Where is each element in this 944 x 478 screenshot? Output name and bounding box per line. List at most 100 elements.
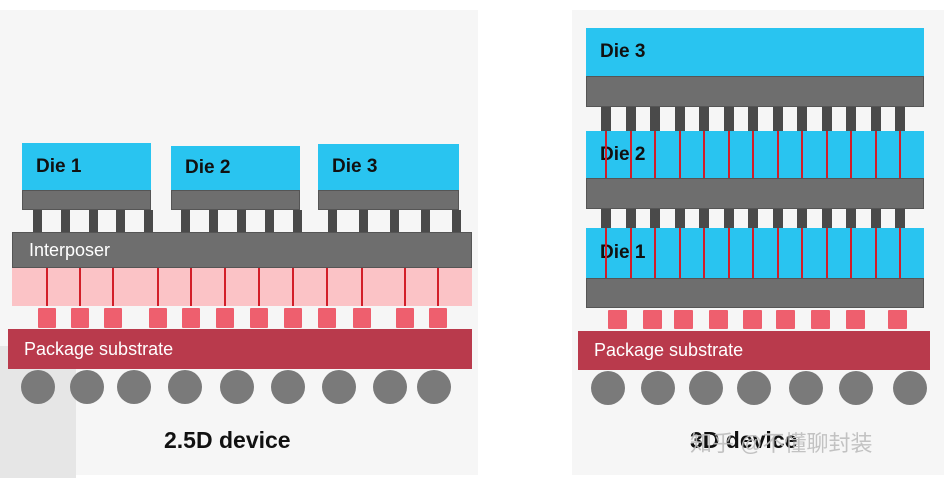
through-silicon-via: [258, 268, 260, 306]
die-1-3d: Die 1: [586, 228, 924, 278]
through-silicon-via: [801, 228, 803, 278]
die-2-base: [171, 190, 300, 210]
die-3-base: [318, 190, 459, 210]
through-silicon-via: [727, 228, 730, 278]
through-silicon-via: [404, 268, 406, 306]
micro-bump: [328, 210, 337, 232]
micro-bump: [846, 107, 856, 131]
through-silicon-via: [79, 268, 81, 306]
die-1-25d: Die 1: [22, 143, 151, 190]
micro-bump: [181, 210, 190, 232]
c4-bump: [71, 308, 89, 328]
micro-bump: [895, 209, 905, 228]
caption-3d: 3D device: [690, 427, 798, 453]
c4-bump: [811, 310, 830, 329]
through-silicon-via: [157, 268, 159, 306]
package-substrate-label-3d: Package substrate: [594, 340, 744, 360]
through-silicon-via: [629, 131, 632, 178]
c4-bump: [182, 308, 200, 328]
solder-ball: [737, 371, 771, 405]
through-silicon-via: [605, 228, 607, 278]
through-silicon-via: [326, 268, 328, 306]
through-silicon-via: [703, 131, 705, 178]
c4-bump: [429, 308, 447, 328]
package-substrate-label-25d: Package substrate: [24, 338, 174, 359]
c4-bump: [674, 310, 693, 329]
c4-bump: [284, 308, 302, 328]
through-silicon-via: [629, 228, 632, 278]
solder-ball: [789, 371, 823, 405]
c4-bump: [743, 310, 762, 329]
through-silicon-via: [752, 131, 754, 178]
interposer-label: Interposer: [29, 239, 111, 260]
c4-bump: [709, 310, 728, 329]
solder-ball: [70, 370, 104, 404]
micro-bump: [674, 107, 685, 131]
interposer-layer: Interposer: [12, 232, 472, 268]
micro-bump: [452, 210, 461, 232]
die-2-25d: Die 2: [171, 146, 300, 190]
solder-ball: [373, 370, 407, 404]
through-silicon-via: [292, 268, 294, 306]
micro-bump: [772, 209, 783, 228]
micro-bump: [674, 209, 685, 228]
solder-ball: [417, 370, 451, 404]
package-substrate-25d: Package substrate: [8, 329, 472, 369]
c4-bump: [888, 310, 907, 329]
micro-bump: [265, 210, 274, 232]
solder-ball: [322, 370, 356, 404]
solder-ball: [117, 370, 151, 404]
through-silicon-via: [46, 268, 48, 306]
micro-bump: [209, 210, 218, 232]
c4-bump: [608, 310, 627, 329]
micro-bump: [870, 209, 881, 228]
c4-bump: [104, 308, 122, 328]
die-3-25d: Die 3: [318, 144, 459, 190]
c4-bump: [318, 308, 336, 328]
through-silicon-via: [874, 228, 877, 278]
c4-bump: [250, 308, 268, 328]
micro-bump: [421, 210, 430, 232]
c4-bump: [38, 308, 56, 328]
micro-bump: [797, 209, 807, 228]
micro-bump: [60, 210, 70, 232]
micro-bump: [359, 210, 368, 232]
micro-bump: [144, 210, 153, 232]
micro-bump: [625, 209, 636, 228]
micro-bump: [116, 210, 126, 232]
caption-2-5d: 2.5D device: [164, 427, 291, 453]
through-silicon-via: [850, 131, 852, 178]
die-1-3d-base: [586, 278, 924, 308]
through-silicon-via: [874, 131, 877, 178]
through-silicon-via: [112, 268, 114, 306]
through-silicon-via: [825, 228, 828, 278]
micro-bump: [723, 107, 734, 131]
micro-bump: [748, 209, 758, 228]
solder-ball: [893, 371, 927, 405]
solder-ball: [220, 370, 254, 404]
c4-bump: [216, 308, 234, 328]
through-silicon-via: [801, 131, 803, 178]
micro-bump: [601, 107, 611, 131]
through-silicon-via: [899, 228, 901, 278]
through-silicon-via: [437, 268, 439, 306]
micro-bump: [748, 107, 758, 131]
through-silicon-via: [850, 228, 852, 278]
micro-bump: [88, 210, 98, 232]
through-silicon-via: [678, 228, 681, 278]
solder-ball: [689, 371, 723, 405]
die-2-3d-base: [586, 178, 924, 209]
micro-bump: [797, 107, 807, 131]
through-silicon-via: [703, 228, 705, 278]
watermark: 知乎 @不懂聊封装: [690, 431, 873, 456]
micro-bump: [699, 209, 709, 228]
micro-bump: [723, 209, 734, 228]
micro-bump: [846, 209, 856, 228]
solder-ball: [591, 371, 625, 405]
solder-ball: [271, 370, 305, 404]
c4-bump: [149, 308, 167, 328]
micro-bump: [33, 210, 42, 232]
micro-bump: [772, 107, 783, 131]
micro-bump: [895, 107, 905, 131]
c4-bump: [353, 308, 371, 328]
